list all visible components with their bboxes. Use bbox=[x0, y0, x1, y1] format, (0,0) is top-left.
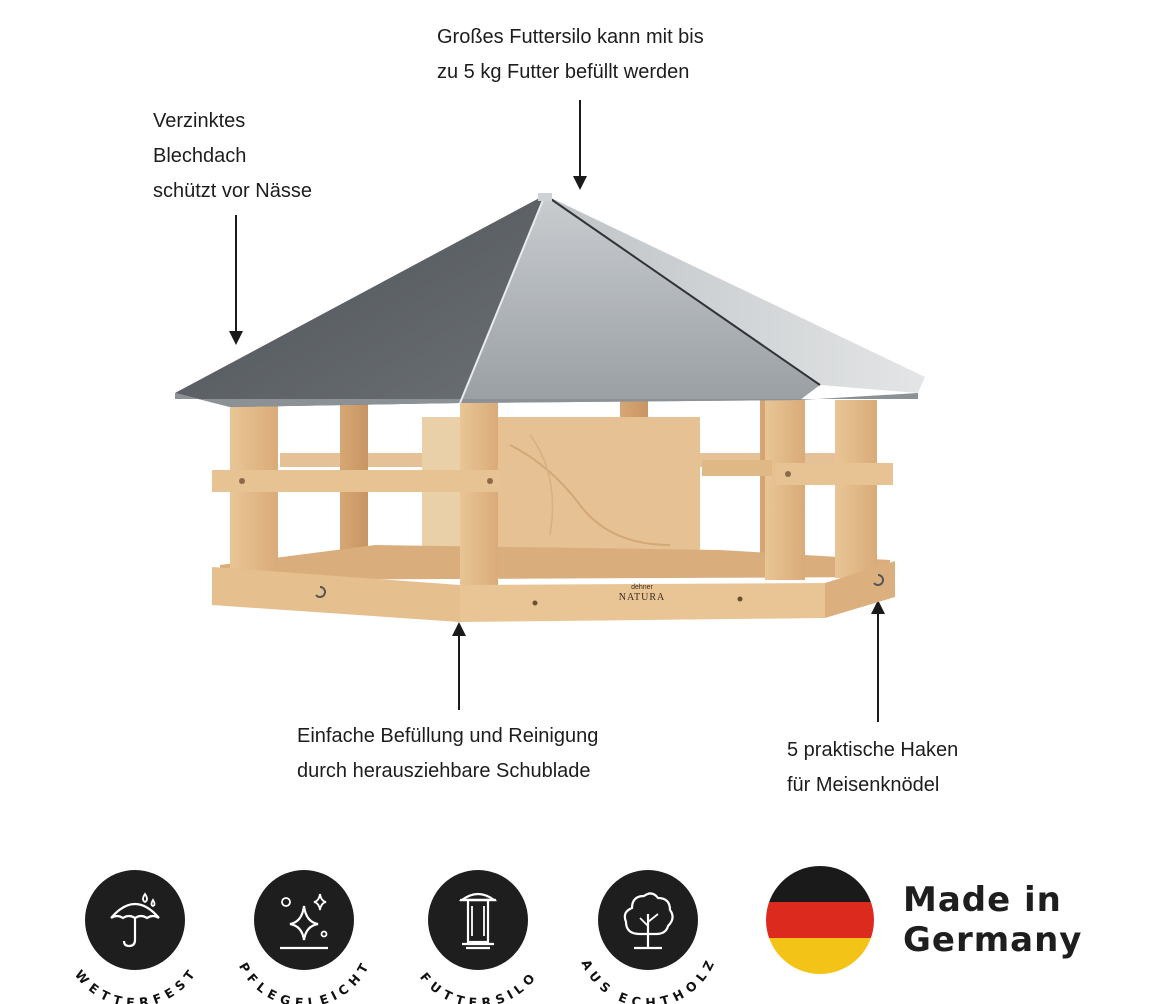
callout-silo-line2: zu 5 kg Futter befüllt werden bbox=[437, 61, 690, 83]
callout-roof-line3: schützt vor Nässe bbox=[153, 180, 312, 202]
arrow-hooks bbox=[871, 600, 885, 722]
badge-futtersilo-circle bbox=[428, 870, 528, 970]
badge-aus-echtholz-circle bbox=[598, 870, 698, 970]
callout-drawer-line1: Einfache Befüllung und Reinigung bbox=[297, 725, 599, 747]
bird-feeder-image bbox=[175, 193, 925, 622]
callout-roof-line2: Blechdach bbox=[153, 145, 247, 167]
badge-pflegeleicht: PFLEGELEICHT bbox=[236, 865, 370, 1004]
tree-icon bbox=[623, 892, 674, 950]
callout-silo: Großes Futtersilo kann mit bis zu 5 kg F… bbox=[437, 20, 704, 90]
callout-hooks-line2: für Meisenknödel bbox=[787, 774, 940, 796]
badge-futtersilo-label: FUTTERSILO bbox=[417, 969, 539, 1004]
sparkle-icon bbox=[280, 893, 328, 950]
callout-drawer-line2: durch herausziehbare Schublade bbox=[297, 760, 591, 782]
badge-wetterfest: WETTERFEST bbox=[72, 865, 197, 1004]
flag-stripe-red bbox=[766, 902, 874, 938]
german-flag-icon bbox=[766, 866, 874, 974]
badge-futtersilo: FUTTERSILO bbox=[417, 865, 538, 1004]
flag-stripe-gold bbox=[766, 938, 874, 974]
callout-hooks-line1: 5 praktische Haken bbox=[787, 739, 959, 761]
badge-pflegeleicht-circle bbox=[254, 870, 354, 970]
arrow-drawer bbox=[452, 622, 466, 710]
made-in-germany: Made in Germany bbox=[903, 880, 1082, 960]
badge-wetterfest-label: WETTERFEST bbox=[72, 966, 199, 1004]
callout-roof: Verzinktes Blechdach schützt vor Nässe bbox=[153, 104, 312, 209]
made-in-line2: Germany bbox=[903, 920, 1083, 960]
brand-logo-small: dehner bbox=[631, 584, 653, 591]
callout-silo-line1: Großes Futtersilo kann mit bis bbox=[437, 26, 704, 48]
badge-wetterfest-circle bbox=[85, 870, 185, 970]
flag-stripe-black bbox=[766, 866, 874, 902]
arrow-roof bbox=[229, 215, 243, 345]
badge-aus-echtholz-label: AUS ECHTHOLZ bbox=[578, 957, 717, 1004]
brand-logo-name: NATURA bbox=[618, 592, 666, 603]
badge-aus-echtholz: AUS ECHTHOLZ bbox=[578, 865, 716, 1004]
arrow-silo bbox=[573, 100, 587, 190]
made-in-line1: Made in bbox=[903, 880, 1062, 920]
umbrella-icon bbox=[110, 892, 160, 948]
callout-hooks: 5 praktische Haken für Meisenknödel bbox=[787, 733, 958, 803]
feeder-silo-icon bbox=[458, 892, 498, 950]
callout-roof-line1: Verzinktes bbox=[153, 110, 246, 132]
badge-pflegeleicht-label: PFLEGELEICHT bbox=[236, 960, 372, 1004]
brand-logo: dehner NATURA bbox=[612, 583, 672, 603]
callout-drawer: Einfache Befüllung und Reinigung durch h… bbox=[297, 719, 598, 789]
